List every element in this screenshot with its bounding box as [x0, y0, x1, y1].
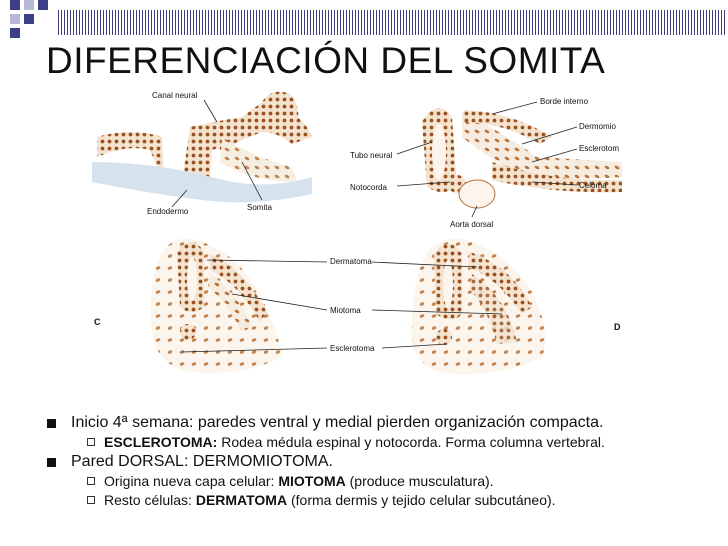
label-canal-neural: Canal neural — [152, 91, 198, 100]
label-dermomio: Dermomio — [579, 122, 616, 131]
label-endodermo: Endodermo — [147, 207, 189, 216]
panel-b — [422, 108, 622, 209]
sub-bullet-item: Origina nueva capa celular: MIOTOMA (pro… — [44, 473, 724, 490]
bullet-text: Pared DORSAL: DERMOMIOTOMA. — [71, 453, 333, 470]
label-esclerotom: Esclerotom — [579, 144, 619, 153]
bullet-marker — [47, 419, 56, 428]
label-esclerotoma: Esclerotoma — [330, 344, 375, 353]
panel-c — [150, 238, 282, 373]
sub-bullet-text: (forma dermis y tejido celular subcutáne… — [287, 492, 556, 508]
deco-square-6 — [10, 28, 20, 38]
sub-bullet-text: Rodea médula espinal y notocorda. Forma … — [217, 434, 605, 450]
deco-square-2 — [24, 0, 34, 10]
sub-bullet-item: ESCLEROTOMA: Rodea médula espinal y noto… — [44, 434, 724, 451]
label-miotoma: Miotoma — [330, 306, 361, 315]
bullet-item: Inicio 4ª semana: paredes ventral y medi… — [44, 414, 724, 432]
term-miotoma: MIOTOMA — [278, 473, 346, 489]
label-dermatoma: Dermatoma — [330, 257, 372, 266]
label-panel-d: D — [614, 322, 621, 332]
label-somita: Somita — [247, 203, 272, 212]
bullet-item: Pared DORSAL: DERMOMIOTOMA. — [44, 453, 724, 471]
label-panel-c: C — [94, 317, 101, 327]
term-esclerotoma: ESCLEROTOMA: — [104, 434, 218, 450]
label-aorta-dorsal: Aorta dorsal — [450, 220, 493, 229]
header-decoration — [0, 0, 728, 40]
deco-square-5 — [24, 14, 34, 24]
label-celoma: Celoma — [579, 181, 607, 190]
bullet-list: Inicio 4ª semana: paredes ventral y medi… — [44, 414, 724, 511]
deco-square-4 — [10, 14, 20, 24]
sub-bullet-text: Origina nueva capa celular: — [104, 473, 279, 489]
label-tubo-neural: Tubo neural — [350, 151, 393, 160]
deco-square-3 — [38, 0, 48, 10]
sub-bullet-text: Resto células: — [104, 492, 196, 508]
bullet-marker — [47, 458, 56, 467]
label-borde-interno: Borde interno — [540, 97, 589, 106]
sub-bullet-item: Resto células: DERMATOMA (forma dermis y… — [44, 492, 724, 509]
somite-diagram: Canal neural Endodermo Somita Borde inte… — [92, 91, 622, 375]
label-notocorda: Notocorda — [350, 183, 387, 192]
panel-a — [92, 91, 312, 203]
sub-bullet-marker — [87, 477, 95, 485]
sub-bullet-marker — [87, 496, 95, 504]
bullet-text: Inicio 4ª semana: paredes ventral y medi… — [71, 414, 604, 431]
sub-bullet-marker — [87, 438, 95, 446]
panel-d — [411, 238, 546, 375]
term-dermatoma: DERMATOMA — [195, 492, 288, 508]
leader-lines — [171, 99, 578, 353]
slide-title: DIFERENCIACIÓN DEL SOMITA — [46, 40, 606, 81]
header-stripes — [58, 10, 726, 35]
sub-bullet-text: (produce musculatura). — [345, 473, 494, 489]
deco-square-1 — [10, 0, 20, 10]
